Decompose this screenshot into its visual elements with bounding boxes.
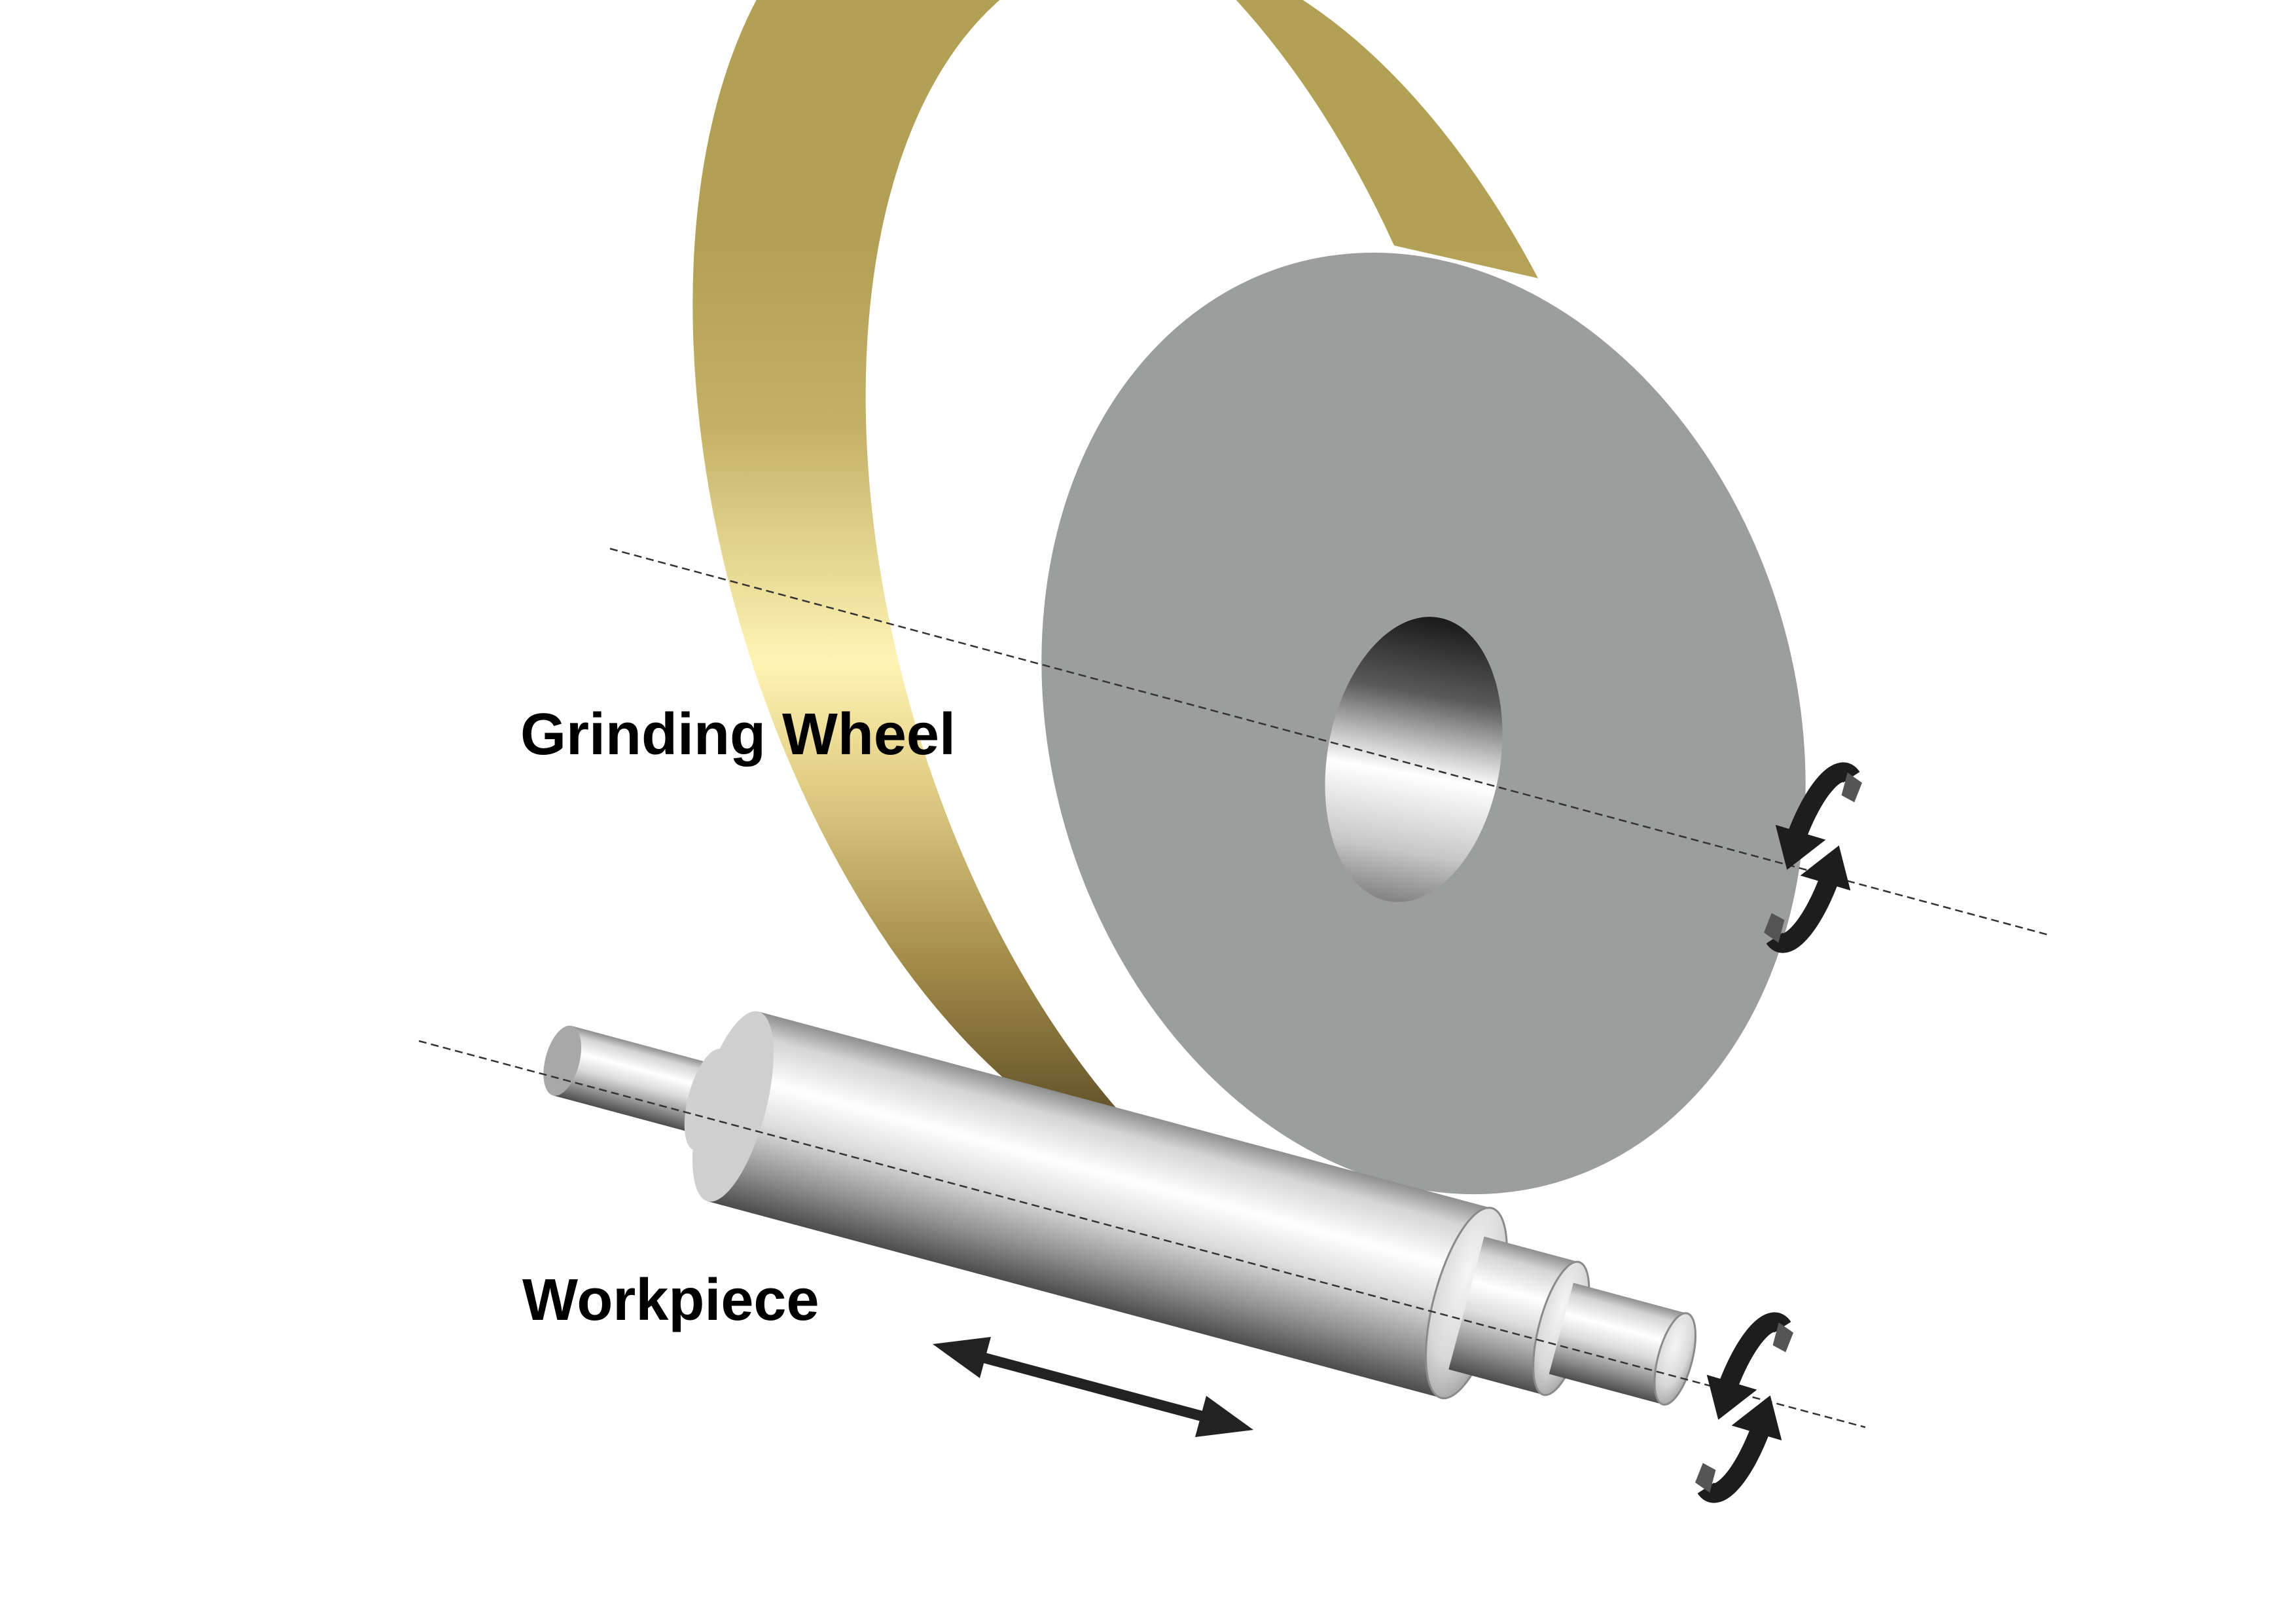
double-headed-arrow-icon: [933, 1337, 1253, 1437]
grinding-wheel-label: Grinding Wheel: [520, 702, 956, 767]
workpiece-axis: [418, 1040, 1866, 1429]
grinding-wheel-rim: [692, 0, 1538, 1172]
workpiece-right-journal: [1448, 1236, 1697, 1406]
workpiece: [543, 1011, 1697, 1406]
rotation-arrows-icon: [1695, 1312, 1794, 1503]
grinding-wheel-bore: [1325, 617, 1503, 902]
grinding-wheel: [692, 0, 1806, 1195]
rotation-arrows-icon: [1763, 762, 1863, 953]
workpiece-label: Workpiece: [522, 1267, 819, 1333]
